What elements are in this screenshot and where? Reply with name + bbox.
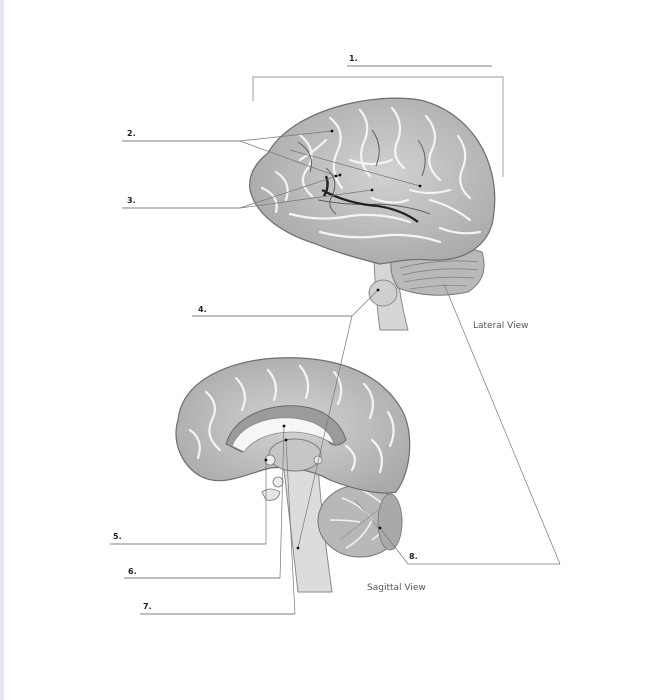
pituitary-region [261, 454, 323, 501]
page-edge-strip [0, 0, 4, 700]
label-4: 4. [198, 305, 207, 314]
sagittal-cerebellum [317, 484, 403, 558]
sagittal-brainstem [283, 465, 333, 593]
label-5: 5. [113, 532, 122, 541]
lateral-ventricle [231, 417, 335, 453]
label-6: 6. [128, 567, 137, 576]
label-1: 1. [349, 54, 358, 63]
sagittal-view-caption: Sagittal View [367, 583, 426, 593]
lateral-view [249, 97, 496, 331]
leader-lines [110, 65, 561, 615]
label-8: 8. [409, 552, 418, 561]
label-numbers: 1. 2. 3. 4. 5. 6. 7. 8. [113, 54, 418, 611]
lateral-fissure [321, 189, 419, 223]
lateral-pons [368, 279, 398, 307]
label-7: 7. [143, 602, 152, 611]
lateral-view-caption: Lateral View [473, 321, 529, 331]
label-2: 2. [127, 129, 136, 138]
sagittal-view [175, 357, 411, 593]
thalamus [268, 438, 322, 472]
label-3: 3. [127, 196, 136, 205]
lateral-cerebrum [249, 97, 496, 265]
